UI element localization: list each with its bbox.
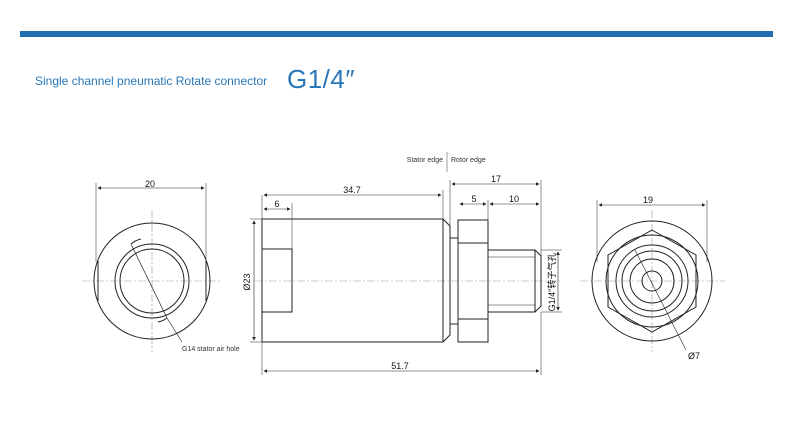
overall-length-dim: 51.7	[391, 361, 409, 371]
header-accent-bar	[20, 31, 773, 37]
right-view-width-dim: 19	[643, 195, 653, 205]
stator-air-hole-note: G14 stator air hole	[182, 346, 240, 353]
body-length-dim: 34.7	[343, 185, 361, 195]
bore-depth-dim: 6	[274, 199, 279, 209]
rotor-length-dim: 17	[491, 174, 501, 184]
product-title: G1/4″	[287, 64, 356, 94]
side-view	[250, 180, 562, 375]
product-subtitle: Single channel pneumatic Rotate connecto…	[35, 74, 268, 88]
rotor-edge-label: Rotor edge	[451, 157, 486, 164]
stator-edge-label: Stator edge	[407, 157, 443, 164]
flange-width-dim: 5	[471, 194, 476, 204]
rotor-thread-label: G1/4"转子气孔	[546, 253, 557, 312]
left-view-width-dim: 20	[145, 179, 155, 189]
thread-length-dim: 10	[509, 194, 519, 204]
left-end-view	[82, 183, 220, 352]
body-diameter-dim: Ø23	[242, 273, 252, 290]
bore-diameter-dim: Ø7	[688, 351, 700, 361]
right-end-view	[580, 200, 725, 352]
